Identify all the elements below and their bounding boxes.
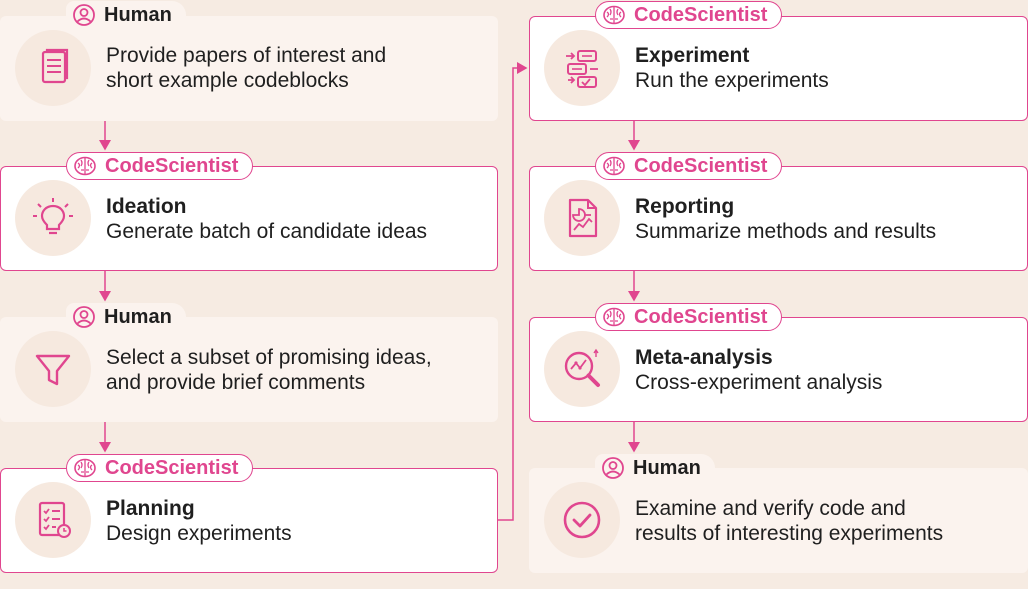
magnifier-chart-icon — [564, 348, 600, 387]
step-description-line: Cross-experiment analysis — [635, 371, 883, 394]
step-description-line: short example codeblocks — [106, 69, 349, 92]
step-title: Experiment — [635, 44, 750, 67]
user-icon — [73, 306, 95, 328]
brain-icon — [603, 307, 625, 327]
actor-badge: CodeScientist — [595, 1, 783, 29]
actor-badge: CodeScientist — [595, 152, 783, 180]
badge-label: CodeScientist — [105, 456, 239, 479]
icon-container — [544, 30, 620, 106]
icon-container — [544, 331, 620, 407]
badge-label: CodeScientist — [105, 154, 239, 177]
icon-container — [15, 180, 91, 256]
actor-badge: Human — [66, 1, 186, 29]
icon-container — [15, 30, 91, 106]
report-icon — [568, 198, 598, 238]
step-description-line: Generate batch of candidate ideas — [106, 220, 428, 243]
step-title: Ideation — [106, 195, 187, 218]
step-text: Examine and verify code and results of i… — [635, 496, 943, 546]
step-text: Provide papers of interest and short exa… — [106, 43, 386, 93]
user-icon — [73, 4, 95, 26]
step-description-line: Select a subset of promising ideas, — [106, 346, 432, 369]
badge-label: CodeScientist — [634, 3, 768, 26]
actor-badge: Human — [66, 303, 186, 331]
icon-container — [15, 331, 91, 407]
badge-label: Human — [104, 3, 172, 26]
step-title: Meta-analysis — [635, 346, 773, 369]
step-description-line: and provide brief comments — [106, 371, 366, 394]
step-title: Reporting — [635, 195, 735, 218]
step-title: Planning — [106, 497, 195, 520]
step-description-line: Provide papers of interest and — [106, 44, 387, 67]
user-icon — [602, 457, 624, 479]
actor-badge: CodeScientist — [595, 303, 783, 331]
badge-label: CodeScientist — [634, 305, 768, 328]
actor-badge: Human — [595, 454, 715, 482]
document-icon — [41, 48, 69, 84]
step-text: Experiment Run the experiments — [635, 43, 829, 93]
step-text: Ideation Generate batch of candidate ide… — [106, 194, 427, 244]
step-description-line: results of interesting experiments — [635, 522, 944, 545]
brain-icon — [74, 458, 96, 478]
step-text: Reporting Summarize methods and results — [635, 194, 936, 244]
funnel-icon — [35, 354, 71, 386]
step-description-line: Run the experiments — [635, 69, 829, 92]
step-description-line: Design experiments — [106, 522, 292, 545]
check-circle-icon — [563, 501, 601, 539]
badge-label: Human — [633, 456, 701, 479]
icon-container — [544, 180, 620, 256]
checklist-icon — [38, 501, 71, 538]
icon-container — [544, 482, 620, 558]
lightbulb-icon — [33, 198, 73, 235]
workflow-icon — [566, 50, 598, 88]
badge-label: Human — [104, 305, 172, 328]
badge-label: CodeScientist — [634, 154, 768, 177]
actor-badge: CodeScientist — [66, 152, 254, 180]
arrow-cross-column — [498, 62, 528, 521]
step-text: Select a subset of promising ideas, and … — [106, 345, 432, 395]
icon-container — [15, 482, 91, 558]
brain-icon — [74, 156, 96, 176]
step-text: Planning Design experiments — [106, 496, 292, 546]
brain-icon — [603, 5, 625, 25]
step-text: Meta-analysis Cross-experiment analysis — [635, 345, 882, 395]
actor-badge: CodeScientist — [66, 454, 254, 482]
brain-icon — [603, 156, 625, 176]
step-description-line: Summarize methods and results — [635, 220, 937, 243]
step-description-line: Examine and verify code and — [635, 497, 906, 520]
